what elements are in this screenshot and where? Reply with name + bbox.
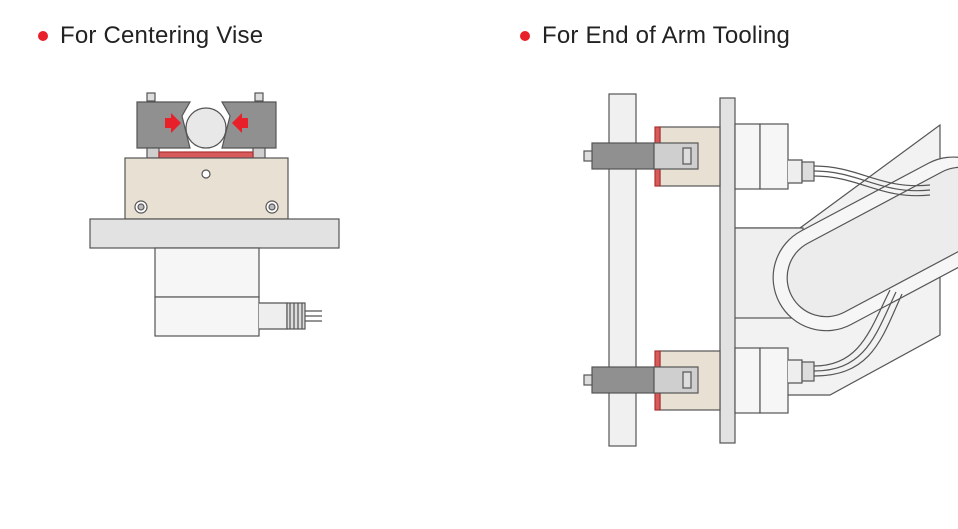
clamp-screw: [583, 150, 593, 162]
red-dot-bullet-icon: [38, 31, 48, 41]
connector-fitting: [259, 302, 288, 330]
actuator-block: [734, 347, 761, 414]
sensor-block-lower: [154, 296, 260, 337]
end-of-arm-tooling-illustration: [583, 93, 958, 447]
heading-end-of-arm-tooling: For End of Arm Tooling: [520, 22, 790, 50]
cable: [813, 170, 931, 192]
connector-nut: [801, 161, 815, 182]
workpiece: [185, 107, 227, 149]
actuator-block: [759, 123, 789, 190]
cable: [813, 289, 891, 367]
clamp-jaw: [653, 366, 699, 394]
centering-vise-illustration: [89, 92, 340, 337]
jaw-screw: [146, 92, 156, 102]
jaw-screw: [682, 147, 692, 165]
actuator-block: [734, 123, 761, 190]
heading-centering-vise-label: For Centering Vise: [60, 22, 264, 49]
cable: [813, 165, 931, 187]
clamp-screw: [583, 374, 593, 386]
connector-fitting: [788, 359, 803, 384]
connector-nut: [801, 361, 815, 382]
red-dot-bullet-icon: [520, 31, 530, 41]
gripper-body: [124, 157, 289, 220]
cable: [813, 175, 931, 197]
mount-bolt: [268, 203, 276, 211]
cable: [813, 293, 903, 377]
table-plate: [89, 218, 340, 249]
center-hole: [201, 169, 211, 179]
clamp-arm: [591, 142, 655, 170]
mounting-plate: [719, 97, 736, 444]
robot-arm-boom-inner: [786, 166, 958, 318]
jaw-foot: [252, 147, 266, 159]
cable: [813, 291, 897, 372]
connector-fitting: [788, 159, 803, 184]
clamp-arm: [591, 366, 655, 394]
red-arrow-icon: [165, 113, 181, 133]
jaw-screw: [254, 92, 264, 102]
heading-centering-vise: For Centering Vise: [38, 22, 263, 50]
mount-bolt: [137, 203, 145, 211]
heading-end-of-arm-tooling-label: For End of Arm Tooling: [542, 22, 791, 49]
right-jaw: [220, 101, 277, 149]
jaw-foot: [146, 147, 160, 159]
left-jaw: [136, 101, 192, 149]
sensor-block-upper: [154, 247, 260, 298]
actuator-block: [759, 347, 789, 414]
red-arrow-icon: [232, 113, 248, 133]
seal-strip: [158, 151, 254, 159]
jaw-screw: [682, 371, 692, 389]
